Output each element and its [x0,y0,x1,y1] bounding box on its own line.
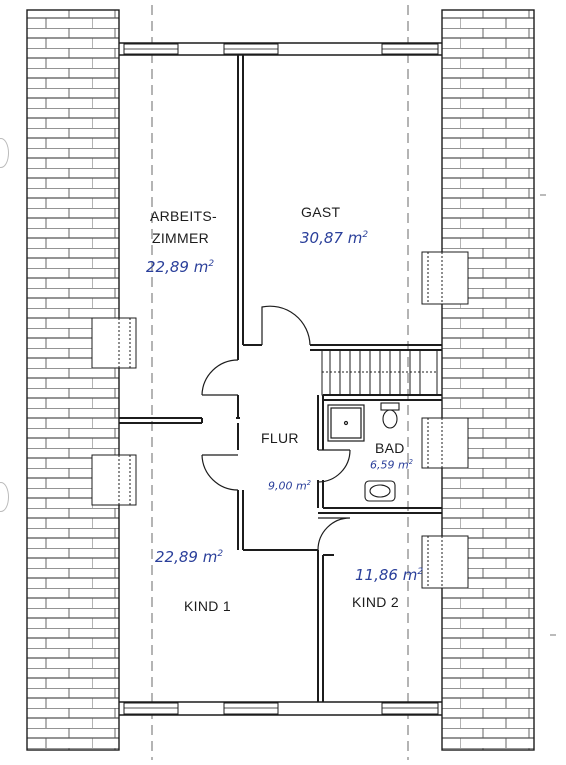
area-value: 22,89 [155,548,198,566]
area-arbeitszimmer: 22,89 m2 [146,258,214,276]
door-swings [201,305,351,551]
area-exponent: 2 [408,458,413,466]
room-label-kind1: KIND 1 [184,598,231,614]
shower-tray-icon [327,404,365,442]
area-exponent: 2 [217,549,224,559]
room-name-line2: ZIMMER [152,230,210,246]
room-label-flur: FLUR [261,430,299,446]
area-value: 9,00 [268,479,293,493]
skylights-left [91,317,137,506]
area-unit: m [398,458,409,472]
area-unit: m [296,479,307,493]
area-exponent: 2 [208,259,215,269]
area-kind2: 11,86 m2 [355,566,423,584]
area-unit: m [202,548,218,566]
area-gast: 30,87 m2 [300,229,368,247]
skylights-right [421,251,469,589]
toilet-icon [380,402,400,429]
washbasin-icon [364,480,396,502]
area-exponent: 2 [306,479,311,487]
roof-tiles-left [26,9,120,751]
room-label-gast: GAST [301,204,341,220]
staircase [321,349,438,396]
area-value: 22,89 [146,258,189,276]
area-exponent: 2 [417,567,424,577]
room-name-line1: ARBEITS- [150,208,217,224]
area-value: 11,86 [355,566,398,584]
area-exponent: 2 [362,230,369,240]
bottom-wall [119,701,442,716]
area-unit: m [347,229,363,247]
interior-walls [119,55,442,702]
area-kind1: 22,89 m2 [155,548,223,566]
area-value: 6,59 [370,458,395,472]
room-label-kind2: KIND 2 [352,594,399,610]
area-value: 30,87 [300,229,343,247]
area-unit: m [193,258,209,276]
roof-tiles-right [441,9,535,751]
margin-marks [540,194,556,636]
area-unit: m [402,566,418,584]
guide-lines [151,5,409,760]
room-label-bad: BAD [375,440,405,456]
area-flur: 9,00 m2 [268,479,311,493]
room-label-arbeitszimmer: ARBEITS- ZIMMER [150,208,217,246]
top-wall [119,42,442,56]
area-bad: 6,59 m2 [370,458,413,472]
